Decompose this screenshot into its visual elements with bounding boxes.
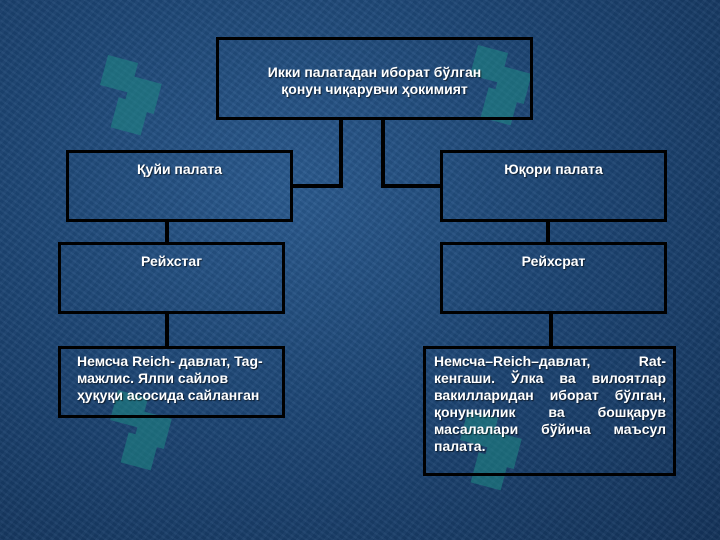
connector-left-2 <box>165 312 169 348</box>
left-description-text: Немсча Reich- давлат, Tag-мажлис. Ялпи с… <box>77 353 263 403</box>
left-chamber-box: Қуйи палата <box>66 150 293 222</box>
connector-left-1 <box>165 220 169 244</box>
root-title: Икки палатадан иборат бўлган қонун чиқар… <box>267 64 482 97</box>
connector-root-left-down <box>339 118 343 188</box>
right-chamber-box: Юқори палата <box>440 150 667 222</box>
right-description-box: Немсча–Reich–давлат, Rat-кенгаши. Ўлка в… <box>423 346 676 476</box>
right-chamber-label: Юқори палата <box>504 161 603 177</box>
watermark-logo-icon <box>460 409 522 491</box>
watermark-logo-icon <box>110 389 172 471</box>
left-chamber-label: Қуйи палата <box>137 161 222 177</box>
right-description-text: Немсча–Reich–давлат, Rat-кенгаши. Ўлка в… <box>434 353 666 454</box>
root-box: Икки палатадан иборат бўлган қонун чиқар… <box>216 37 533 120</box>
connector-root-right-down <box>381 118 385 188</box>
connector-root-right-across <box>381 184 443 188</box>
left-name-box: Рейхстаг <box>58 242 285 314</box>
watermark-logo-icon <box>100 54 162 136</box>
watermark-logo-icon <box>470 44 532 126</box>
right-name-box: Рейхсрат <box>440 242 667 314</box>
connector-right-1 <box>546 220 550 244</box>
right-name-label: Рейхсрат <box>521 253 586 269</box>
left-name-label: Рейхстаг <box>140 253 203 269</box>
left-description-box: Немсча Reich- давлат, Tag-мажлис. Ялпи с… <box>58 346 285 418</box>
connector-right-2 <box>549 312 553 348</box>
connector-root-left-across <box>291 184 343 188</box>
